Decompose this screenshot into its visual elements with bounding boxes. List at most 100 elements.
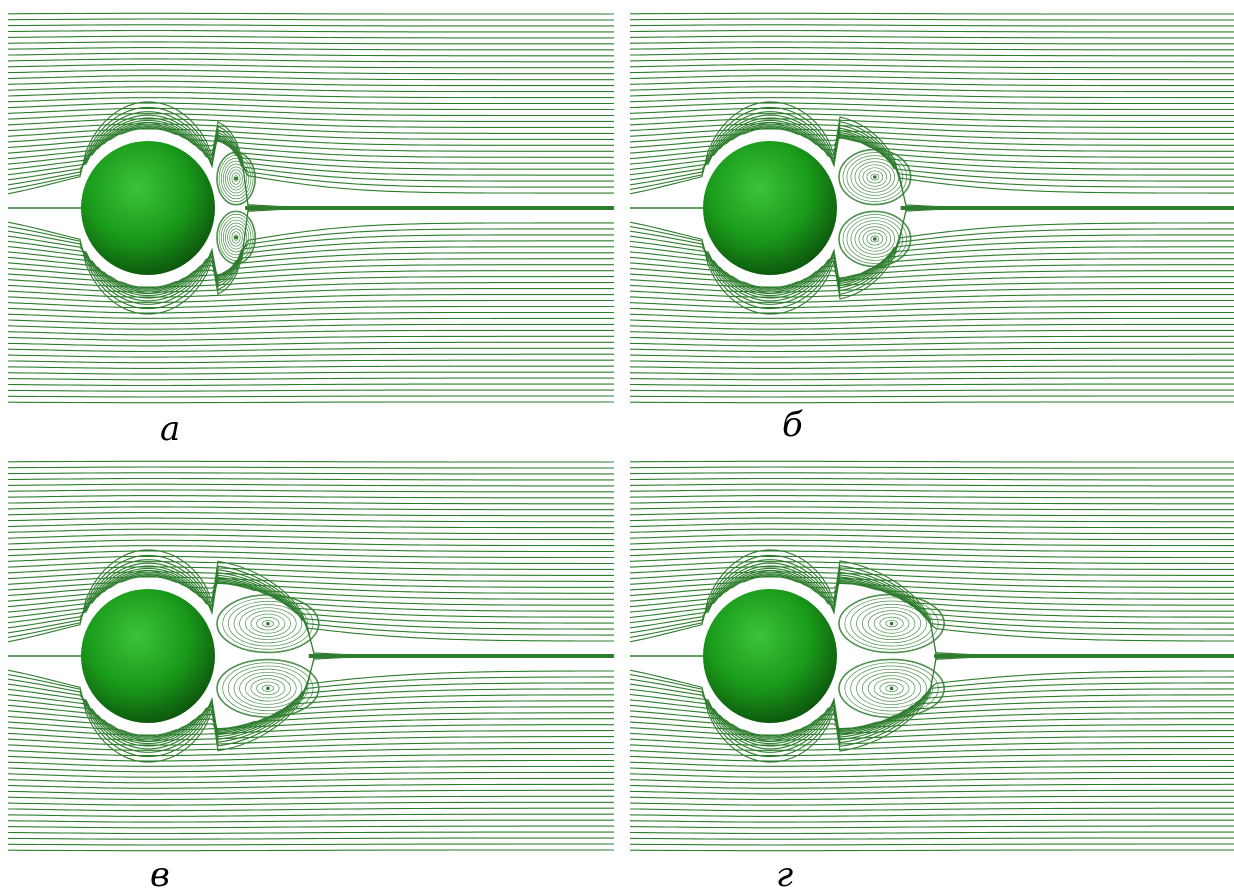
streamline xyxy=(630,299,1234,309)
streamline xyxy=(8,562,614,636)
streamline xyxy=(8,506,614,511)
streamline xyxy=(630,472,1234,475)
streamline xyxy=(630,694,1234,743)
streamline xyxy=(8,311,614,319)
vortex-ring xyxy=(854,223,896,255)
streamline xyxy=(8,111,614,194)
vortex-ring xyxy=(229,228,243,247)
streamline xyxy=(8,123,614,134)
streamline xyxy=(8,270,614,289)
streamline xyxy=(8,276,614,288)
vortex-ring xyxy=(233,668,303,708)
streamline xyxy=(630,264,1234,290)
streamline xyxy=(8,460,614,463)
streamline xyxy=(8,18,614,21)
vortex-ring xyxy=(850,220,900,258)
streamline xyxy=(630,276,1234,288)
streamline xyxy=(8,395,614,398)
vortex-ring xyxy=(858,164,892,190)
vortex-ring xyxy=(885,619,898,628)
streamline xyxy=(630,730,1234,741)
streamline xyxy=(630,47,1234,51)
streamline xyxy=(630,401,1234,404)
streamline xyxy=(8,341,614,347)
streamline xyxy=(8,335,614,341)
streamline xyxy=(8,365,614,369)
streamline xyxy=(630,252,1234,293)
vortex-ring xyxy=(842,214,907,264)
streamline xyxy=(630,700,1234,741)
streamline xyxy=(630,795,1234,801)
streamline xyxy=(8,102,614,111)
streamline xyxy=(8,12,614,15)
sphere xyxy=(81,589,215,723)
vortex-ring xyxy=(866,170,884,184)
vortex-ring xyxy=(838,593,945,654)
streamline xyxy=(8,123,614,164)
streamline xyxy=(8,353,614,358)
streamline xyxy=(630,843,1234,846)
vortex-ring xyxy=(838,210,912,268)
vortex-ring xyxy=(223,219,250,256)
vortex-ring xyxy=(873,678,910,699)
streamline xyxy=(8,383,614,387)
recirculation-vortices xyxy=(838,148,912,268)
vortex-ring xyxy=(842,152,907,202)
streamline xyxy=(8,121,614,170)
streamline xyxy=(630,569,1234,618)
streamline xyxy=(8,359,614,364)
streamline xyxy=(630,571,1234,582)
streamline xyxy=(630,341,1234,347)
caption-d: г xyxy=(776,855,794,895)
vortex-ring xyxy=(879,681,904,696)
vortex-ring xyxy=(227,665,308,712)
vortex-ring xyxy=(862,607,922,640)
vortex-ring xyxy=(870,235,880,243)
panel-d xyxy=(630,460,1234,852)
streamline xyxy=(8,747,614,757)
streamline xyxy=(8,305,614,314)
vortex-ring xyxy=(239,607,297,641)
streamline xyxy=(8,125,614,158)
streamline xyxy=(8,559,614,642)
streamline xyxy=(630,383,1234,387)
streamline xyxy=(8,783,614,789)
streamline xyxy=(8,712,614,738)
streamline xyxy=(630,246,1234,295)
streamline xyxy=(8,113,614,122)
streamline xyxy=(630,831,1234,835)
vortex-ring xyxy=(846,155,904,199)
vortex-ring xyxy=(862,229,888,249)
vortex-ring xyxy=(218,213,254,262)
streamline xyxy=(8,694,614,743)
streamline xyxy=(630,849,1234,852)
streamlines xyxy=(630,12,1234,404)
streamline xyxy=(8,288,614,298)
streamline xyxy=(630,335,1234,341)
streamline xyxy=(8,118,614,128)
streamline xyxy=(630,550,1234,559)
streamline xyxy=(8,765,614,773)
vortex-ring xyxy=(220,157,252,200)
streamline xyxy=(630,466,1234,469)
streamline xyxy=(630,528,1234,535)
streamline xyxy=(8,500,614,505)
vortex-ring xyxy=(227,166,245,191)
streamline xyxy=(8,299,614,309)
vortex-ring xyxy=(220,216,252,259)
streamline xyxy=(630,234,1234,299)
vortex-ring xyxy=(218,154,254,203)
streamline xyxy=(630,35,1234,39)
streamline xyxy=(630,123,1234,164)
streamline xyxy=(8,849,614,852)
streamline xyxy=(630,121,1234,170)
streamline xyxy=(8,555,614,565)
vortex-ring xyxy=(261,620,274,628)
streamline xyxy=(630,566,1234,576)
streamline xyxy=(630,765,1234,773)
streamline xyxy=(630,783,1234,789)
vortex-ring xyxy=(844,597,939,650)
streamline xyxy=(8,294,614,303)
streamline xyxy=(8,97,614,105)
streamline xyxy=(630,118,1234,128)
